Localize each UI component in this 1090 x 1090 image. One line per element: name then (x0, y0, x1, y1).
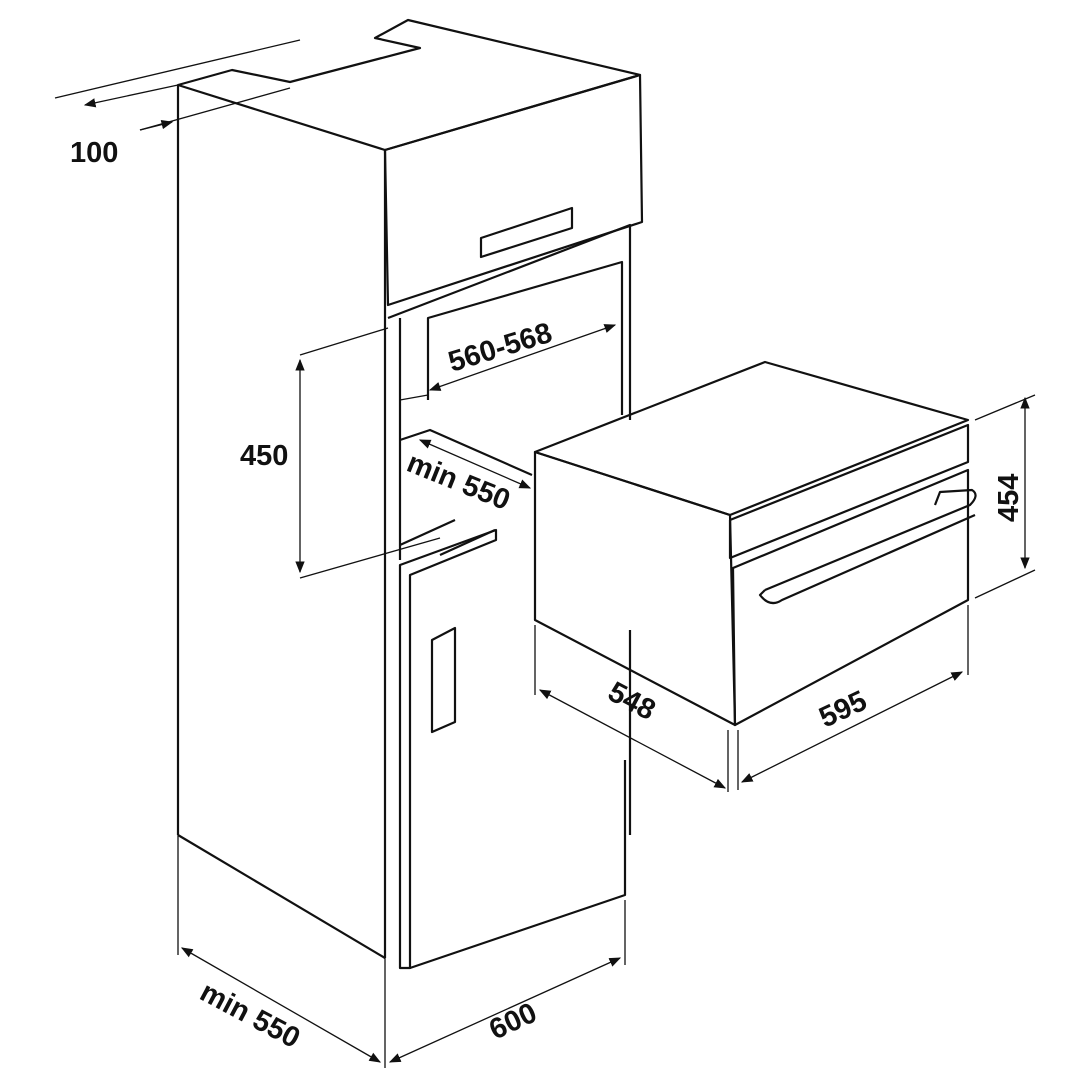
label-560-568: 560-568 (445, 317, 556, 379)
dimension-labels: 100 560-568 450 min 550 454 548 595 min … (70, 137, 1025, 1055)
dim-min550-cabinet-line (180, 947, 382, 1063)
dim-100-arrow1 (83, 84, 179, 108)
dim-450-ext1 (299, 327, 389, 356)
cabinet-top (176, 18, 642, 152)
oven (533, 360, 977, 727)
label-595: 595 (814, 685, 871, 734)
niche-back (426, 260, 624, 415)
cabinet-bottom-edge (177, 834, 386, 959)
label-548: 548 (603, 676, 661, 727)
label-100: 100 (70, 137, 118, 169)
niche-line (399, 394, 429, 401)
dim-454-ext1 (974, 394, 1036, 421)
lower-door-front (409, 760, 627, 970)
niche-top-edge (387, 223, 632, 420)
oven-door-handle (758, 488, 977, 605)
label-600: 600 (484, 997, 541, 1046)
shelf-edge (399, 518, 456, 547)
dim-100-ext1 (54, 39, 301, 99)
dim-100-ext2 (139, 87, 291, 131)
dim-560-line (428, 324, 617, 391)
dim-450-ext2 (299, 537, 441, 579)
upper-door (383, 73, 644, 307)
dim-100-arrow2 (139, 120, 174, 131)
tall-cabinet (176, 18, 644, 970)
dim-548-line (538, 689, 727, 789)
label-454: 454 (993, 474, 1025, 522)
oven-control-panel (728, 423, 970, 560)
dimension-lines (54, 39, 1036, 1068)
label-450: 450 (240, 440, 288, 472)
dim-600-line (388, 957, 622, 1063)
lower-door-handle (430, 626, 457, 734)
oven-top (533, 360, 970, 517)
dim-454-ext2 (974, 569, 1036, 599)
oven-door (731, 468, 970, 727)
dim-595-line (740, 671, 964, 783)
upper-door-handle (479, 206, 574, 259)
dim-min550-niche-line (418, 439, 532, 489)
lower-door-side (398, 528, 498, 970)
